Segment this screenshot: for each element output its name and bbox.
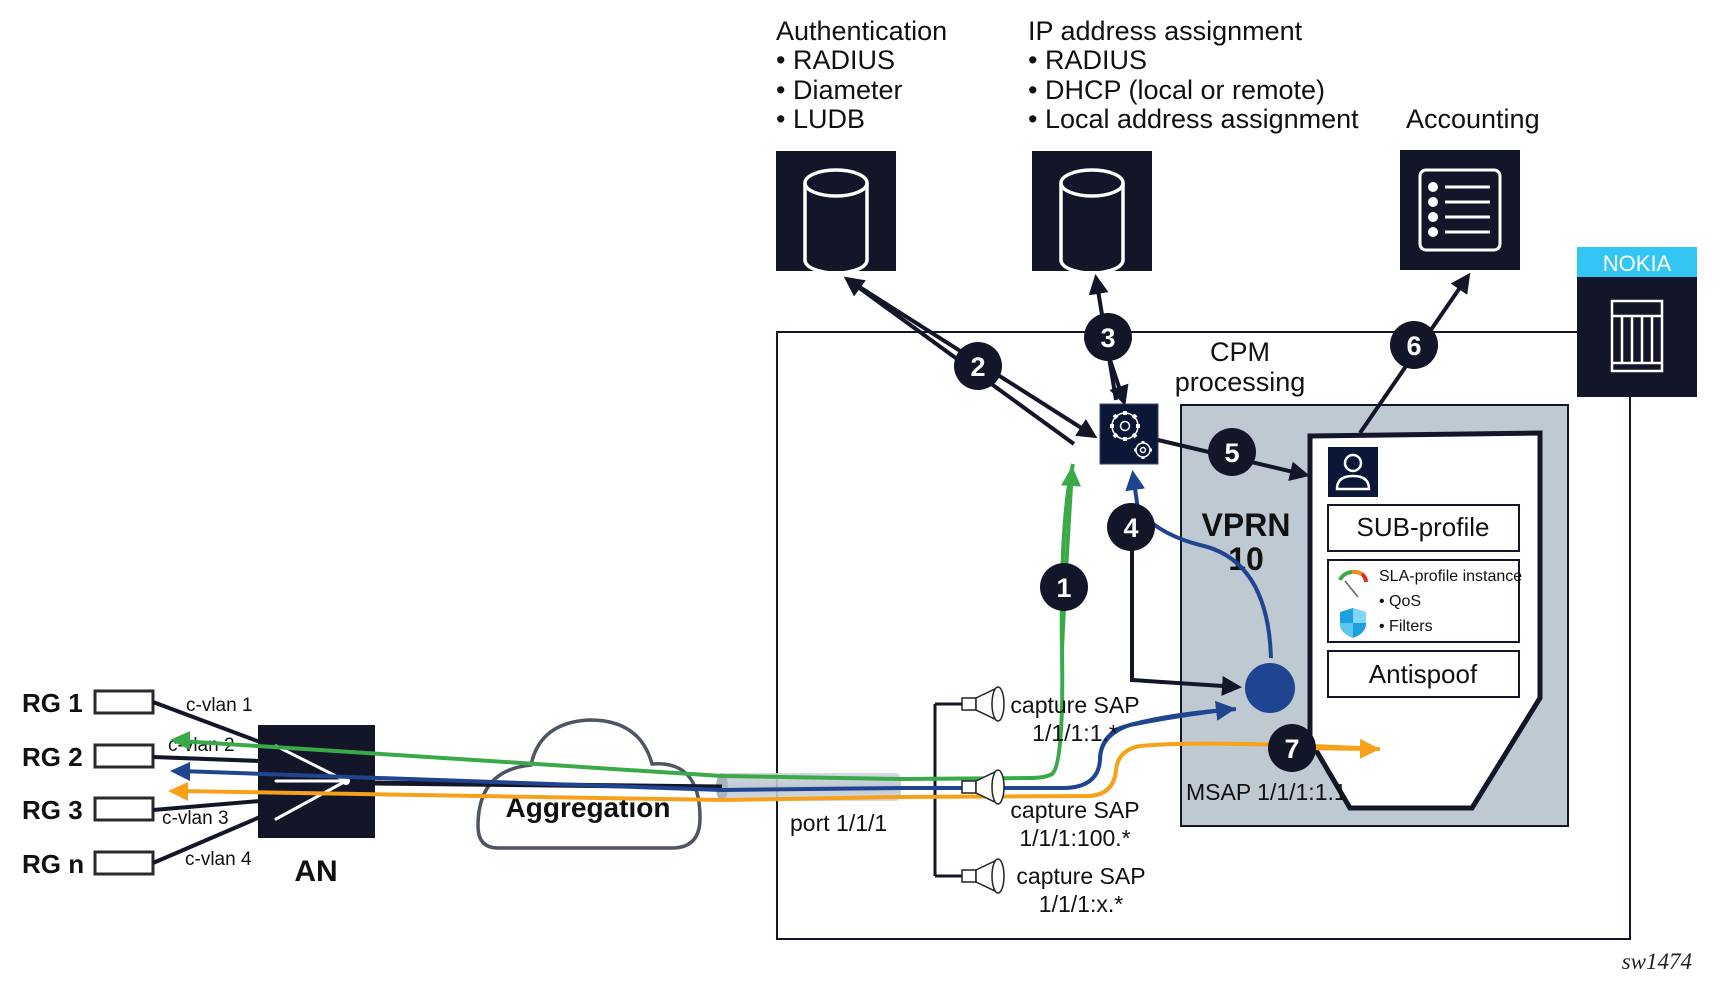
- step-badge-4: 4: [1107, 503, 1155, 551]
- shield-icon: [1340, 608, 1366, 638]
- nokia-router[interactable]: NOKIA: [1577, 247, 1697, 397]
- svg-text:3: 3: [1100, 323, 1115, 353]
- step-badge-6: 6: [1390, 321, 1438, 369]
- rg-device[interactable]: RG 2: [22, 742, 155, 772]
- rg-device[interactable]: RG 3: [22, 795, 155, 825]
- gears-icon: [1110, 411, 1152, 459]
- cpm-title: CPM: [1210, 337, 1270, 367]
- capture-sap-icon[interactable]: [961, 858, 1005, 894]
- green-arrowhead: [170, 731, 190, 750]
- database-icon: [1059, 168, 1125, 275]
- authentication-title: Authentication: [776, 16, 947, 46]
- capture-sap-label: capture SAP: [1016, 863, 1145, 889]
- capture-sap-id: 1/1/1:1.*: [1032, 720, 1118, 746]
- capture-sap-icon[interactable]: [961, 769, 1005, 805]
- svg-text:7: 7: [1284, 734, 1299, 764]
- cpm-box: [776, 331, 1631, 940]
- blue-arrowhead: [170, 762, 190, 781]
- step-badge-3: 3: [1084, 313, 1132, 361]
- list-document-icon: [1418, 168, 1502, 252]
- user-icon: [1335, 453, 1371, 491]
- subscriber-user[interactable]: [1328, 447, 1378, 497]
- vprn-title: VPRN: [1202, 507, 1291, 543]
- svg-text:4: 4: [1123, 513, 1138, 543]
- svg-text:5: 5: [1224, 438, 1239, 468]
- antispoof-label: Antispoof: [1369, 659, 1478, 689]
- nokia-brand: NOKIA: [1603, 251, 1672, 276]
- flow-arrow-to-msap: [1130, 525, 1242, 696]
- step-badge-7: 7: [1268, 724, 1316, 772]
- svg-text:6: 6: [1406, 331, 1421, 361]
- capture-sap-icon[interactable]: [961, 686, 1005, 722]
- ip-item: • Local address assignment: [1028, 104, 1359, 134]
- step-badge-1: 1: [1040, 563, 1088, 611]
- step-badge-5: 5: [1208, 428, 1256, 476]
- rg-device[interactable]: RG n: [22, 849, 155, 879]
- sla-item-filters: • Filters: [1379, 618, 1433, 635]
- flow-arrow-blue: [1098, 700, 1236, 761]
- rg-device[interactable]: RG 1: [22, 688, 155, 718]
- flow-green-back: [179, 463, 1075, 782]
- capture-sap-id: 1/1/1:100.*: [1019, 825, 1130, 851]
- access-node[interactable]: [258, 725, 375, 838]
- auth-item: • LUDB: [776, 104, 865, 134]
- vlan-label: c-vlan 4: [185, 849, 252, 870]
- gauge-icon: [1338, 569, 1368, 598]
- ip-assignment-server[interactable]: [1032, 151, 1152, 275]
- msap-label: MSAP 1/1/1:1.1: [1186, 779, 1347, 805]
- flow-orange-back: [179, 741, 1381, 803]
- authentication-server[interactable]: [776, 151, 896, 275]
- capture-sap-label: capture SAP: [1010, 692, 1139, 718]
- auth-item: • Diameter: [776, 75, 902, 105]
- ip-assignment-title: IP address assignment: [1028, 16, 1303, 46]
- sub-profile-label: SUB-profile: [1357, 512, 1490, 542]
- figure-id: sw1474: [1622, 949, 1692, 974]
- msap-node[interactable]: [1245, 663, 1295, 713]
- accounting-title: Accounting: [1406, 104, 1540, 134]
- access-node-label: AN: [294, 855, 337, 888]
- orange-arrowhead: [168, 782, 188, 801]
- svg-text:2: 2: [970, 352, 985, 382]
- capture-sap-label: capture SAP: [1010, 797, 1139, 823]
- antispoof-box[interactable]: [1327, 650, 1520, 698]
- rg-label: RG 3: [22, 795, 83, 825]
- rg-label: RG 2: [22, 742, 83, 772]
- ip-assignment-label: IP address assignment • RADIUS • DHCP (l…: [1028, 16, 1359, 134]
- database-icon: [803, 168, 869, 275]
- vlan-label: c-vlan 1: [186, 695, 253, 716]
- authentication-label: Authentication • RADIUS • Diameter • LUD…: [776, 16, 947, 134]
- ip-item: • RADIUS: [1028, 45, 1147, 75]
- accounting-server[interactable]: [1400, 150, 1520, 270]
- svg-text:1: 1: [1056, 573, 1071, 603]
- capture-sap-id: 1/1/1:x.*: [1039, 891, 1123, 917]
- step-badge-2: 2: [954, 342, 1002, 390]
- rg-links: [152, 700, 261, 865]
- rg-label: RG n: [22, 849, 84, 879]
- router-chassis-icon: [1610, 299, 1664, 373]
- port-label: port 1/1/1: [790, 810, 887, 836]
- cpm-processor[interactable]: [1099, 403, 1159, 465]
- ip-item: • DHCP (local or remote): [1028, 75, 1325, 105]
- sla-title: SLA-profile instance: [1379, 568, 1522, 585]
- auth-item: • RADIUS: [776, 45, 895, 75]
- cpm-subtitle: processing: [1175, 367, 1306, 397]
- rg-label: RG 1: [22, 688, 83, 718]
- vlan-label: c-vlan 3: [162, 808, 229, 829]
- sub-profile-box[interactable]: [1327, 504, 1520, 552]
- sla-item-qos: • QoS: [1379, 593, 1421, 610]
